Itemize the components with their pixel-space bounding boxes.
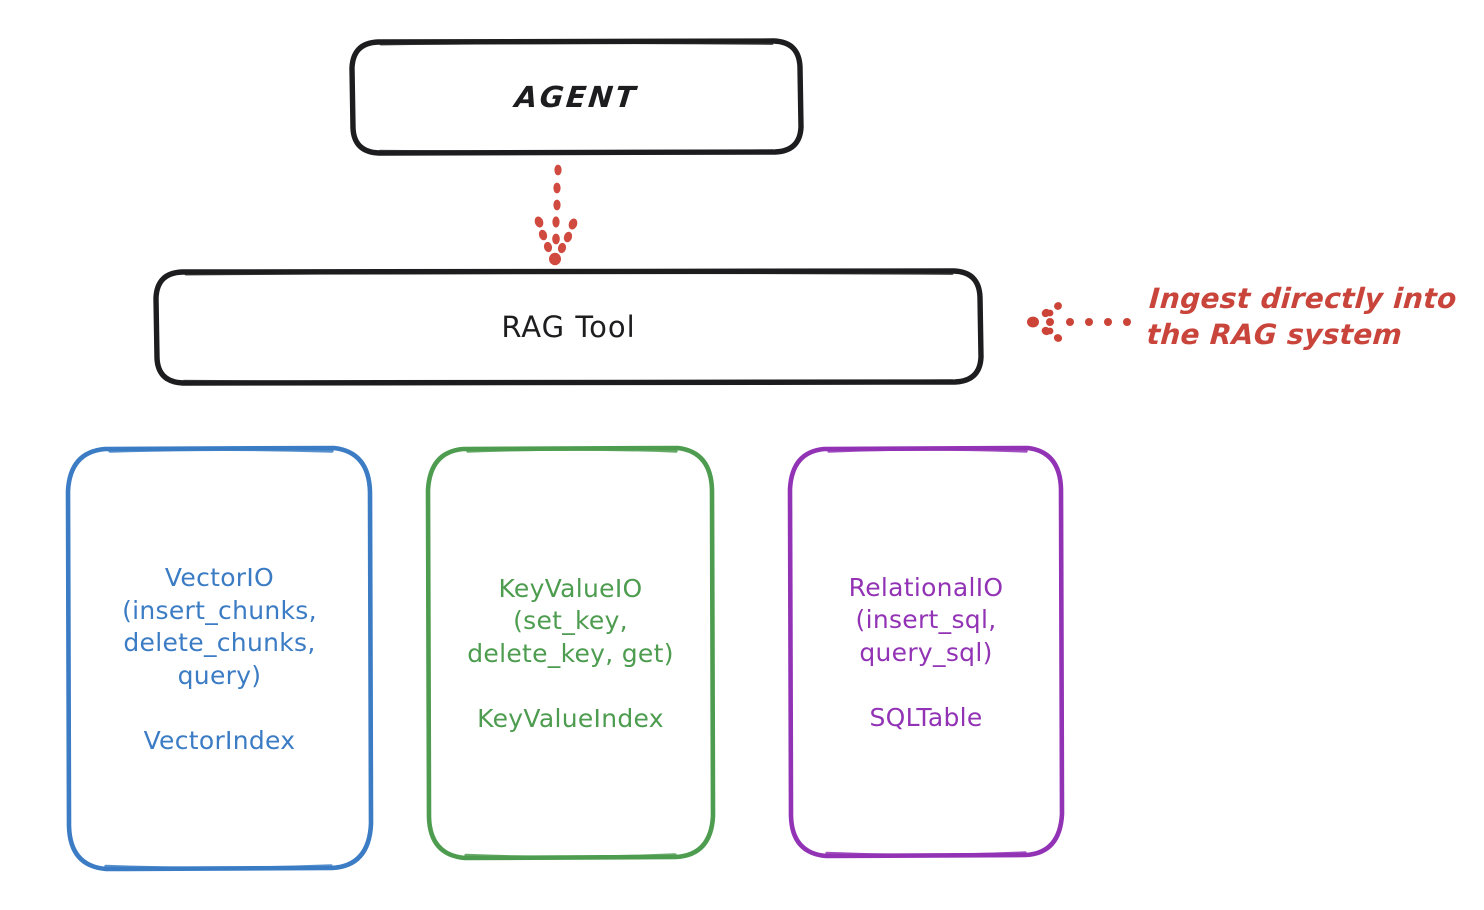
node-key-value-io-content: KeyValueIO (set_key, delete_key, get) Ke… [428, 573, 713, 734]
node-vector-io-label: VectorIO (insert_chunks, delete_chunks, … [122, 563, 317, 690]
node-relational-io[interactable]: RelationalIO (insert_sql, query_sql) SQL… [790, 448, 1062, 856]
annotation-ingest-text: Ingest directly into the RAG system [1145, 282, 1458, 352]
node-relational-io-label: RelationalIO (insert_sql, query_sql) [848, 572, 1004, 667]
ingest-arrow [1027, 302, 1131, 342]
node-key-value-io[interactable]: KeyValueIO (set_key, delete_key, get) Ke… [428, 448, 713, 858]
node-relational-io-sublabel: SQLTable [869, 703, 983, 733]
node-vector-io[interactable]: VectorIO (insert_chunks, delete_chunks, … [68, 448, 371, 869]
node-rag-tool[interactable]: RAG Tool [156, 271, 981, 383]
node-agent-label: AGENT [513, 80, 640, 114]
node-key-value-io-sublabel: KeyValueIndex [477, 704, 664, 734]
node-key-value-io-label: KeyValueIO (set_key, delete_key, get) [467, 573, 674, 668]
node-vector-io-content: VectorIO (insert_chunks, delete_chunks, … [68, 562, 371, 755]
node-relational-io-content: RelationalIO (insert_sql, query_sql) SQL… [790, 572, 1062, 733]
connector-agent-to-rag-tool-arrow [534, 164, 578, 266]
node-rag-tool-label: RAG Tool [501, 310, 636, 344]
node-agent[interactable]: AGENT [352, 41, 801, 153]
node-vector-io-sublabel: VectorIndex [143, 726, 296, 755]
